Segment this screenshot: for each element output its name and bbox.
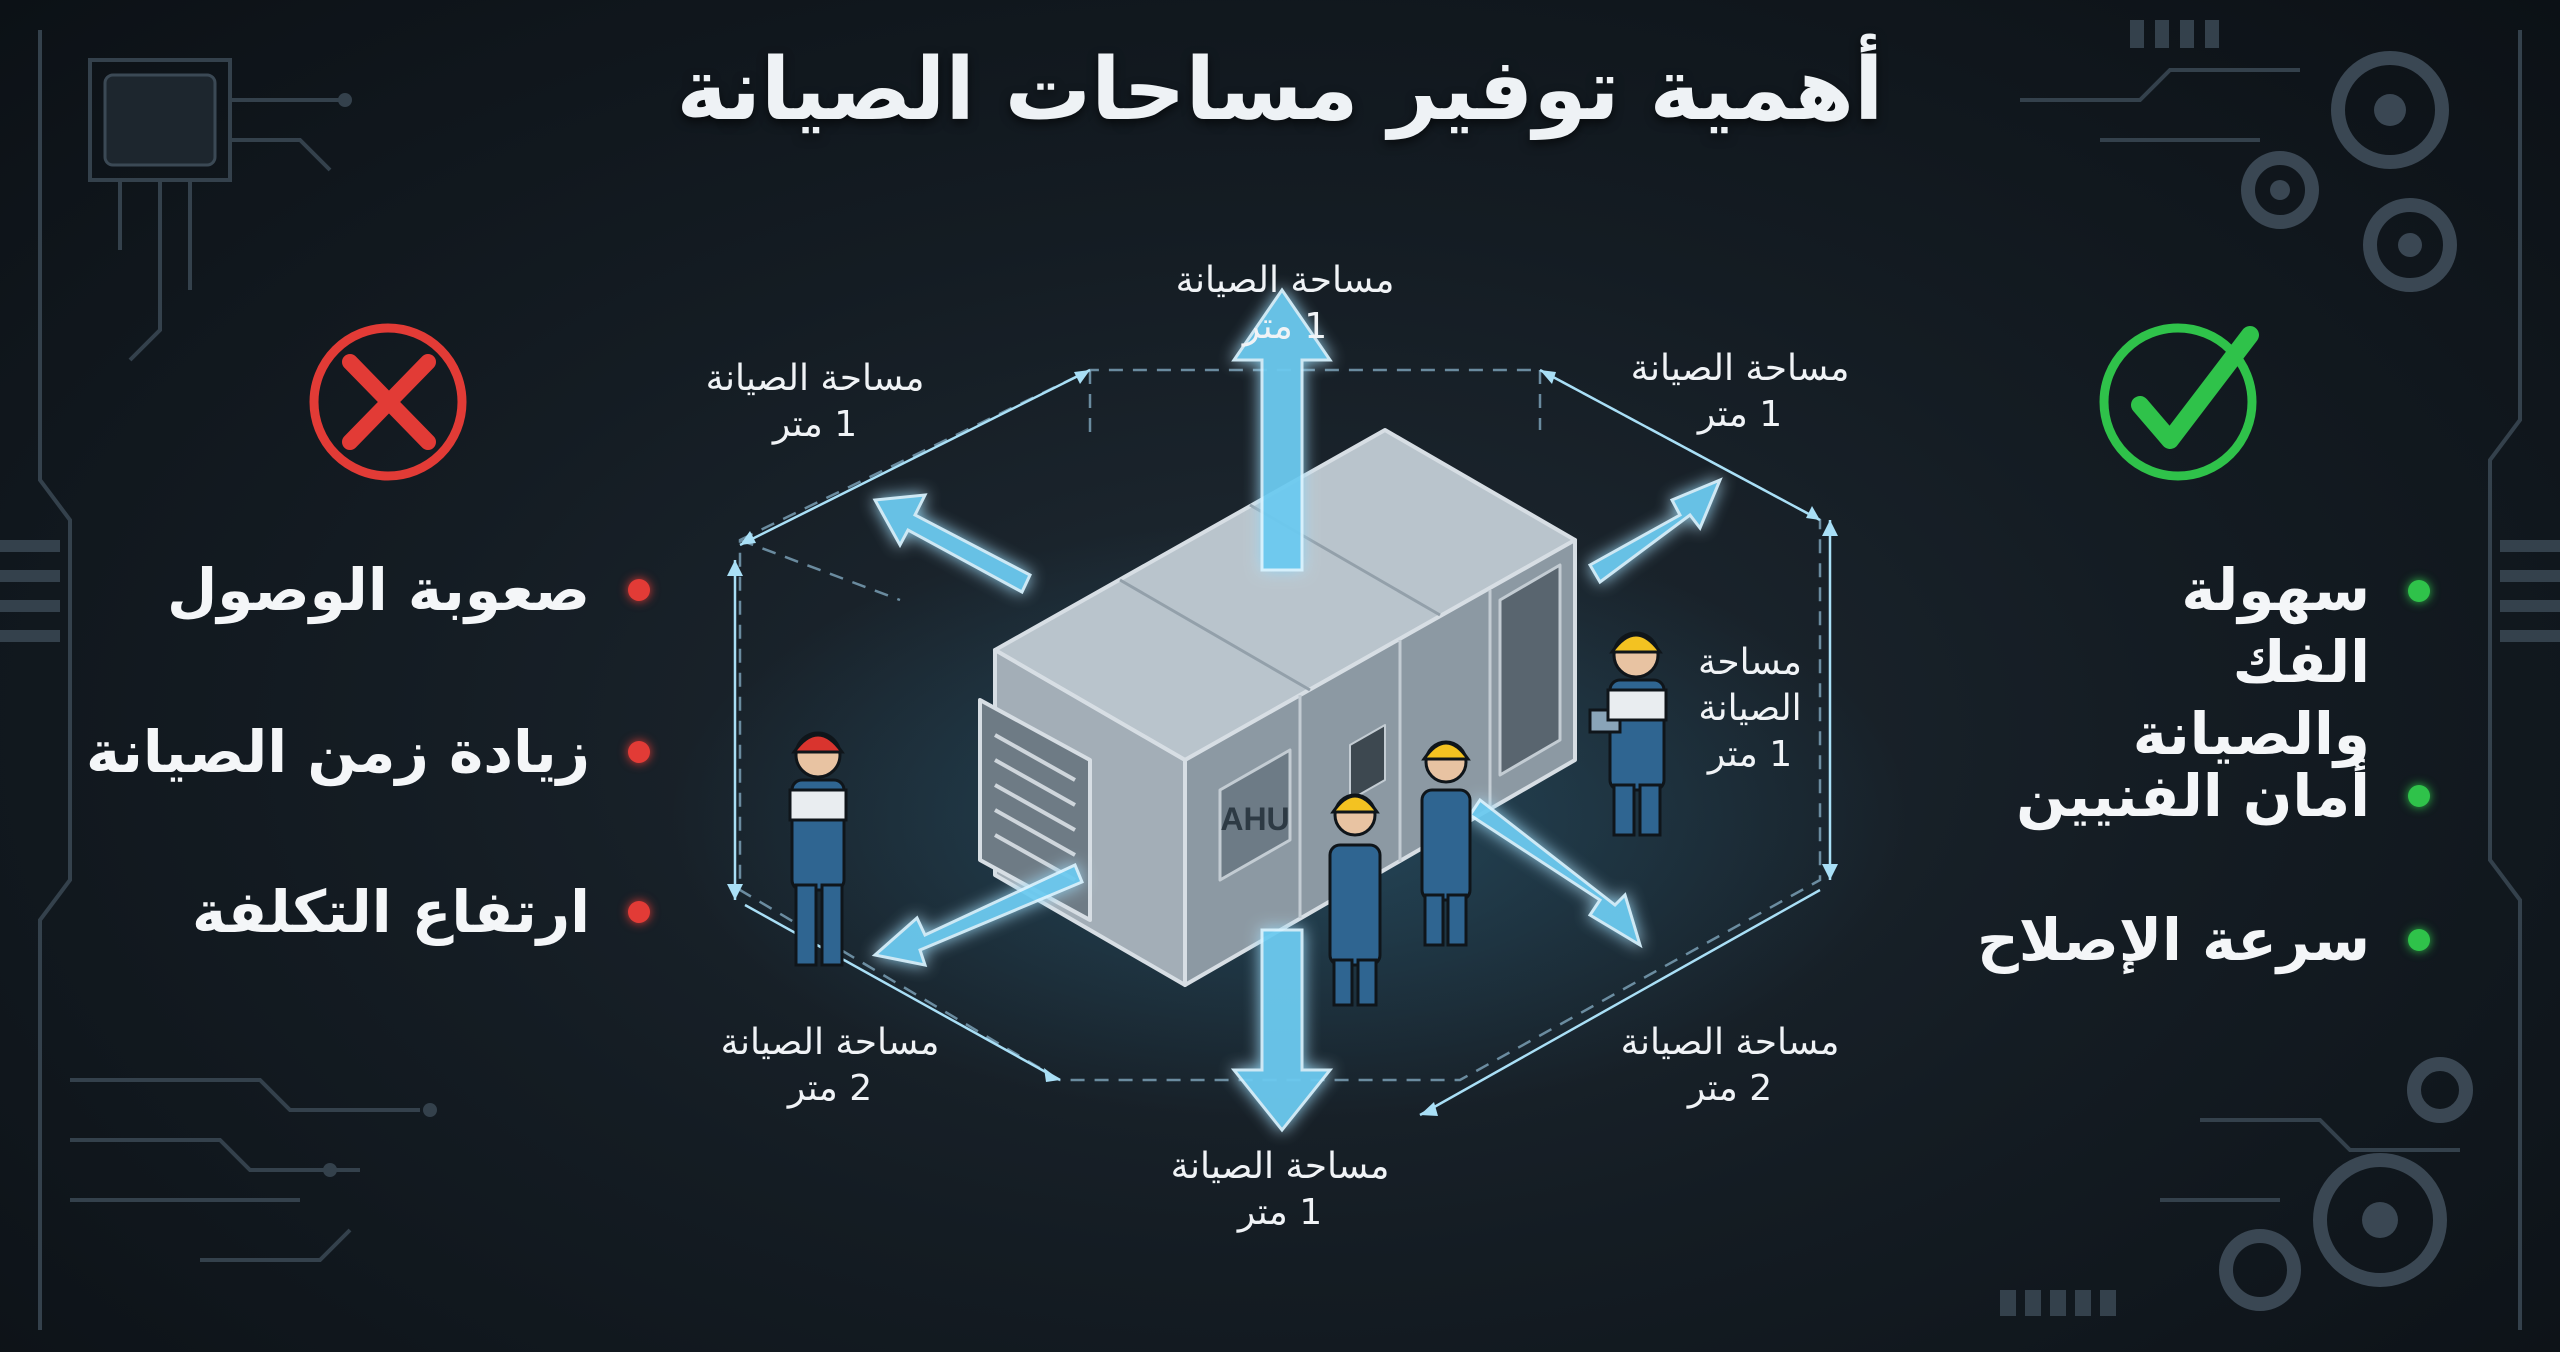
- ahu-label: AHU: [1220, 801, 1289, 837]
- advantage-item: سهولة الفك والصيانة: [2070, 554, 2430, 770]
- arrow-upper-left: [872, 493, 1032, 595]
- check-circle-icon: [2099, 323, 2259, 481]
- advantage-item: سرعة الإصلاح: [1977, 904, 2430, 976]
- page-title: أهمية توفير مساحات الصيانة: [676, 40, 1884, 140]
- disadvantage-item: زيادة زمن الصيانة: [86, 716, 650, 788]
- green-bullet-icon: [2408, 785, 2430, 807]
- arrow-upper-right: [1587, 477, 1723, 585]
- disadvantage-item: ارتفاع التكلفة: [192, 876, 650, 948]
- red-bullet-icon: [628, 579, 650, 601]
- green-bullet-icon: [2408, 580, 2430, 602]
- advantages-list: سهولة الفك والصيانة أمان الفنيين سرعة ال…: [1977, 554, 2430, 976]
- technician-pair: [1328, 740, 1472, 1007]
- arrow-up: [1231, 287, 1333, 572]
- clearance-arrows: [871, 287, 1723, 1133]
- disadvantages-list: صعوبة الوصول زيادة زمن الصيانة ارتفاع ال…: [0, 0, 650, 1352]
- red-bullet-icon: [628, 901, 650, 923]
- cross-circle-icon: [309, 323, 467, 481]
- disadvantage-item: صعوبة الوصول: [167, 554, 650, 626]
- arrow-down: [1230, 928, 1334, 1133]
- advantage-item: أمان الفنيين: [2016, 760, 2430, 832]
- red-bullet-icon: [628, 741, 650, 763]
- technician-tablet: [1588, 631, 1668, 837]
- arrow-lower-right: [1467, 797, 1643, 949]
- ahu-unit: [978, 428, 1577, 987]
- clearance-envelope: [738, 368, 1822, 1082]
- arrow-lower-left: [871, 862, 1084, 967]
- technician-worried: [788, 731, 848, 967]
- dimension-lines: [733, 368, 1832, 1117]
- green-bullet-icon: [2408, 929, 2430, 951]
